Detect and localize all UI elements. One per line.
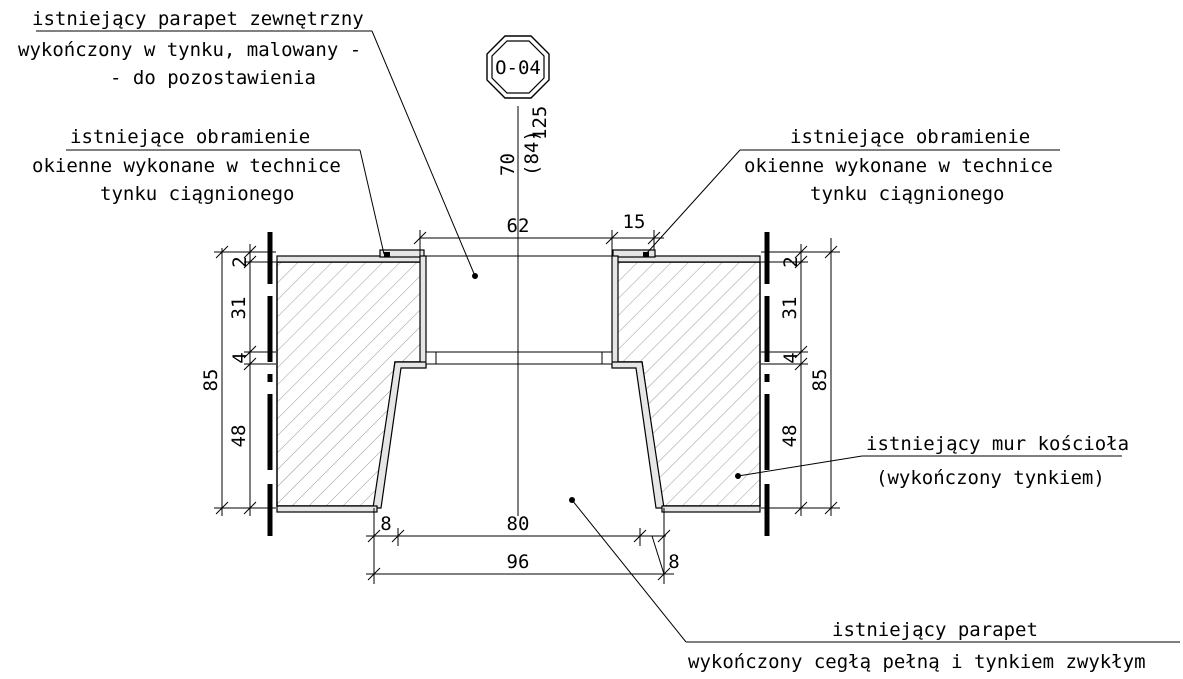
left-dimensions: 2 31 4 48 85 — [200, 244, 276, 516]
dim-bottom-8-right: 8 — [668, 551, 679, 573]
section-tag-label: O-04 — [495, 57, 541, 79]
annotation-frame-right: istniejące obramienie okienne wykonane w… — [744, 126, 1053, 205]
label-wall-2: (wykończony tynkiem) — [876, 467, 1105, 489]
annotation-frame-left: istniejące obramienie okienne wykonane w… — [32, 126, 341, 205]
annotation-parapet-in: istniejący parapet wykończony cegłą pełn… — [688, 619, 1146, 673]
leader-lines — [36, 30, 1180, 643]
label-parapet-in-1: istniejący parapet — [832, 619, 1038, 641]
label-parapet-ext-2: wykończony w tynku, malowany - — [18, 39, 361, 61]
label-frame-right-3: tynku ciągnionego — [810, 183, 1004, 205]
dim-right-31: 31 — [779, 297, 801, 320]
dim-84: (84) — [521, 130, 543, 176]
label-frame-left-2: okienne wykonane w technice — [32, 155, 341, 177]
axis-dimensions: 70 (84) 125 — [497, 106, 551, 176]
dim-right-4: 4 — [780, 352, 802, 363]
section-tag: O-04 — [486, 35, 550, 99]
label-parapet-ext-1: istniejący parapet zewnętrzny — [32, 8, 364, 30]
dim-left-31: 31 — [228, 297, 250, 320]
label-frame-right-1: istniejące obramienie — [790, 126, 1030, 148]
label-frame-left-3: tynku ciągnionego — [100, 183, 294, 205]
right-dimensions: 2 31 4 48 85 — [761, 238, 840, 516]
dim-left-85: 85 — [200, 369, 222, 392]
label-parapet-ext-3: - do pozostawienia — [110, 67, 316, 89]
dim-right-48: 48 — [779, 425, 801, 448]
label-frame-right-2: okienne wykonane w technice — [744, 155, 1053, 177]
dim-125: 125 — [529, 106, 551, 140]
dim-bottom-80: 80 — [507, 513, 530, 535]
dim-bottom-8-left: 8 — [380, 513, 391, 535]
window-frame — [425, 255, 613, 365]
label-parapet-in-2: wykończony cegłą pełną i tynkiem zwykłym — [688, 651, 1146, 673]
dim-right-2: 2 — [780, 256, 802, 267]
annotation-wall: istniejący mur kościoła (wykończony tynk… — [866, 433, 1129, 489]
dim-left-48: 48 — [228, 425, 250, 448]
dim-15: 15 — [623, 211, 646, 233]
wall-left — [276, 261, 425, 507]
bottom-dimensions: 8 80 96 8 — [366, 508, 680, 584]
dim-70: 70 — [497, 153, 519, 176]
annotation-parapet-ext: istniejący parapet zewnętrzny wykończony… — [18, 8, 364, 89]
top-dimension: 62 15 — [413, 211, 664, 256]
dim-right-85: 85 — [809, 369, 831, 392]
dim-left-2: 2 — [229, 256, 251, 267]
dim-bottom-96: 96 — [507, 551, 530, 573]
dim-62: 62 — [507, 215, 530, 237]
dim-left-4: 4 — [229, 352, 251, 363]
label-frame-left-1: istniejące obramienie — [70, 126, 310, 148]
label-wall-1: istniejący mur kościoła — [866, 433, 1129, 455]
wall-right — [612, 261, 761, 507]
